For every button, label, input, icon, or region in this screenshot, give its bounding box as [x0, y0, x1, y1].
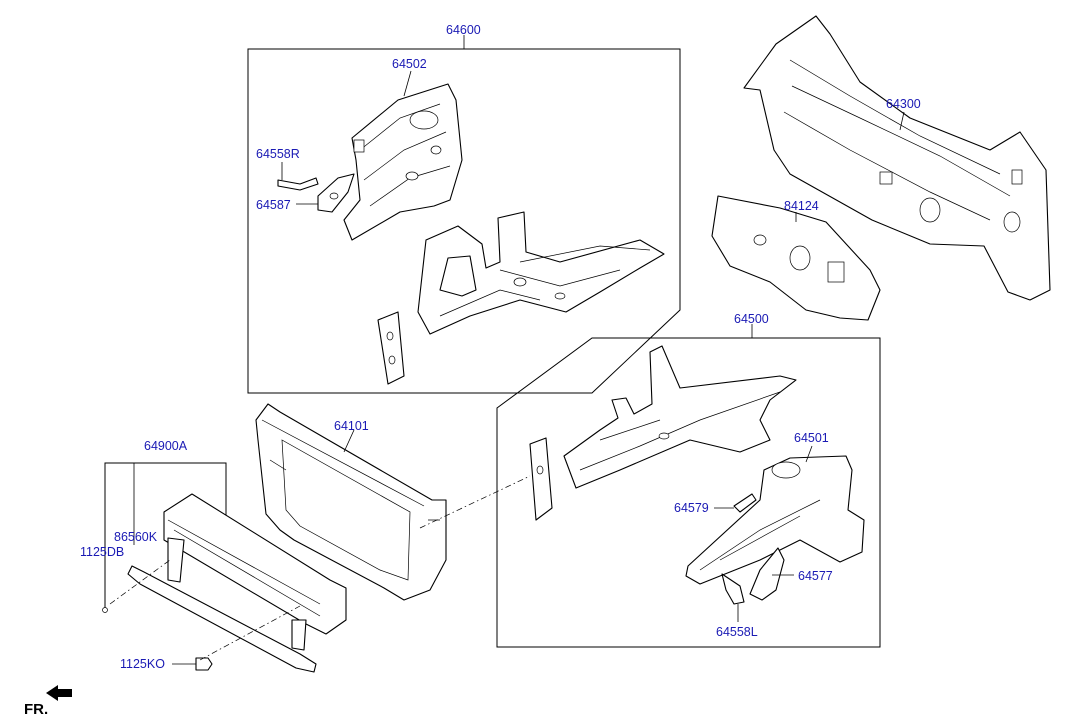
part-1125KO-bolt [172, 657, 213, 671]
callout-64600: 64600 [446, 23, 481, 37]
callout-64101: 64101 [334, 419, 369, 433]
callout-64577: 64577 [798, 569, 833, 583]
leader-64502 [403, 70, 412, 97]
callout-64300: 64300 [886, 97, 921, 111]
part-84124-insulator [711, 195, 881, 321]
callout-64501: 64501 [794, 431, 829, 445]
group-frame-64500 [496, 337, 881, 648]
bracket-64900A [104, 462, 227, 611]
leader-64300 [899, 111, 905, 131]
part-64558L-bracket [721, 573, 745, 605]
part-64300-dash-panel [743, 15, 1051, 301]
callout-64900A: 64900A [144, 439, 188, 453]
part-64558R-bracket [277, 177, 319, 191]
part-64501-fender-apron-lh [685, 455, 865, 585]
callout-1125KO: 1125KO [120, 657, 165, 671]
part-64101-radiator-support [255, 403, 447, 601]
callout-64579: 64579 [674, 501, 709, 515]
front-direction-arrow-icon [46, 685, 72, 701]
part-side-member-plate-lh [529, 437, 553, 521]
callout-64500: 64500 [734, 312, 769, 326]
group-frame-64600 [247, 48, 681, 394]
callout-1125DB: 1125DB [80, 545, 124, 559]
assembly-centerline-bolt [109, 559, 171, 605]
part-1125DB-bolt [102, 600, 108, 613]
part-64900A-bumper-beam [163, 493, 347, 651]
front-direction-label: FR. [24, 701, 48, 718]
part-front-side-member-lh [563, 345, 797, 489]
callout-64587: 64587 [256, 198, 291, 212]
part-64502-fender-apron [343, 83, 463, 241]
callout-84124: 84124 [784, 199, 819, 213]
leader-64501 [805, 445, 813, 463]
callout-86560K: 86560K [114, 530, 158, 544]
part-side-member-plate-rh [377, 311, 405, 385]
part-86560K-absorber [127, 565, 317, 673]
leader-64101 [343, 429, 355, 453]
part-64579-bracket [733, 493, 757, 513]
callout-64502: 64502 [392, 57, 427, 71]
callout-64558L: 64558L [716, 625, 758, 639]
assembly-centerline-lower [199, 605, 301, 661]
part-64587-bracket [317, 173, 355, 213]
callout-64558R: 64558R [256, 147, 300, 161]
part-front-side-member-rh [417, 211, 665, 335]
part-64577-bracket [749, 547, 785, 601]
